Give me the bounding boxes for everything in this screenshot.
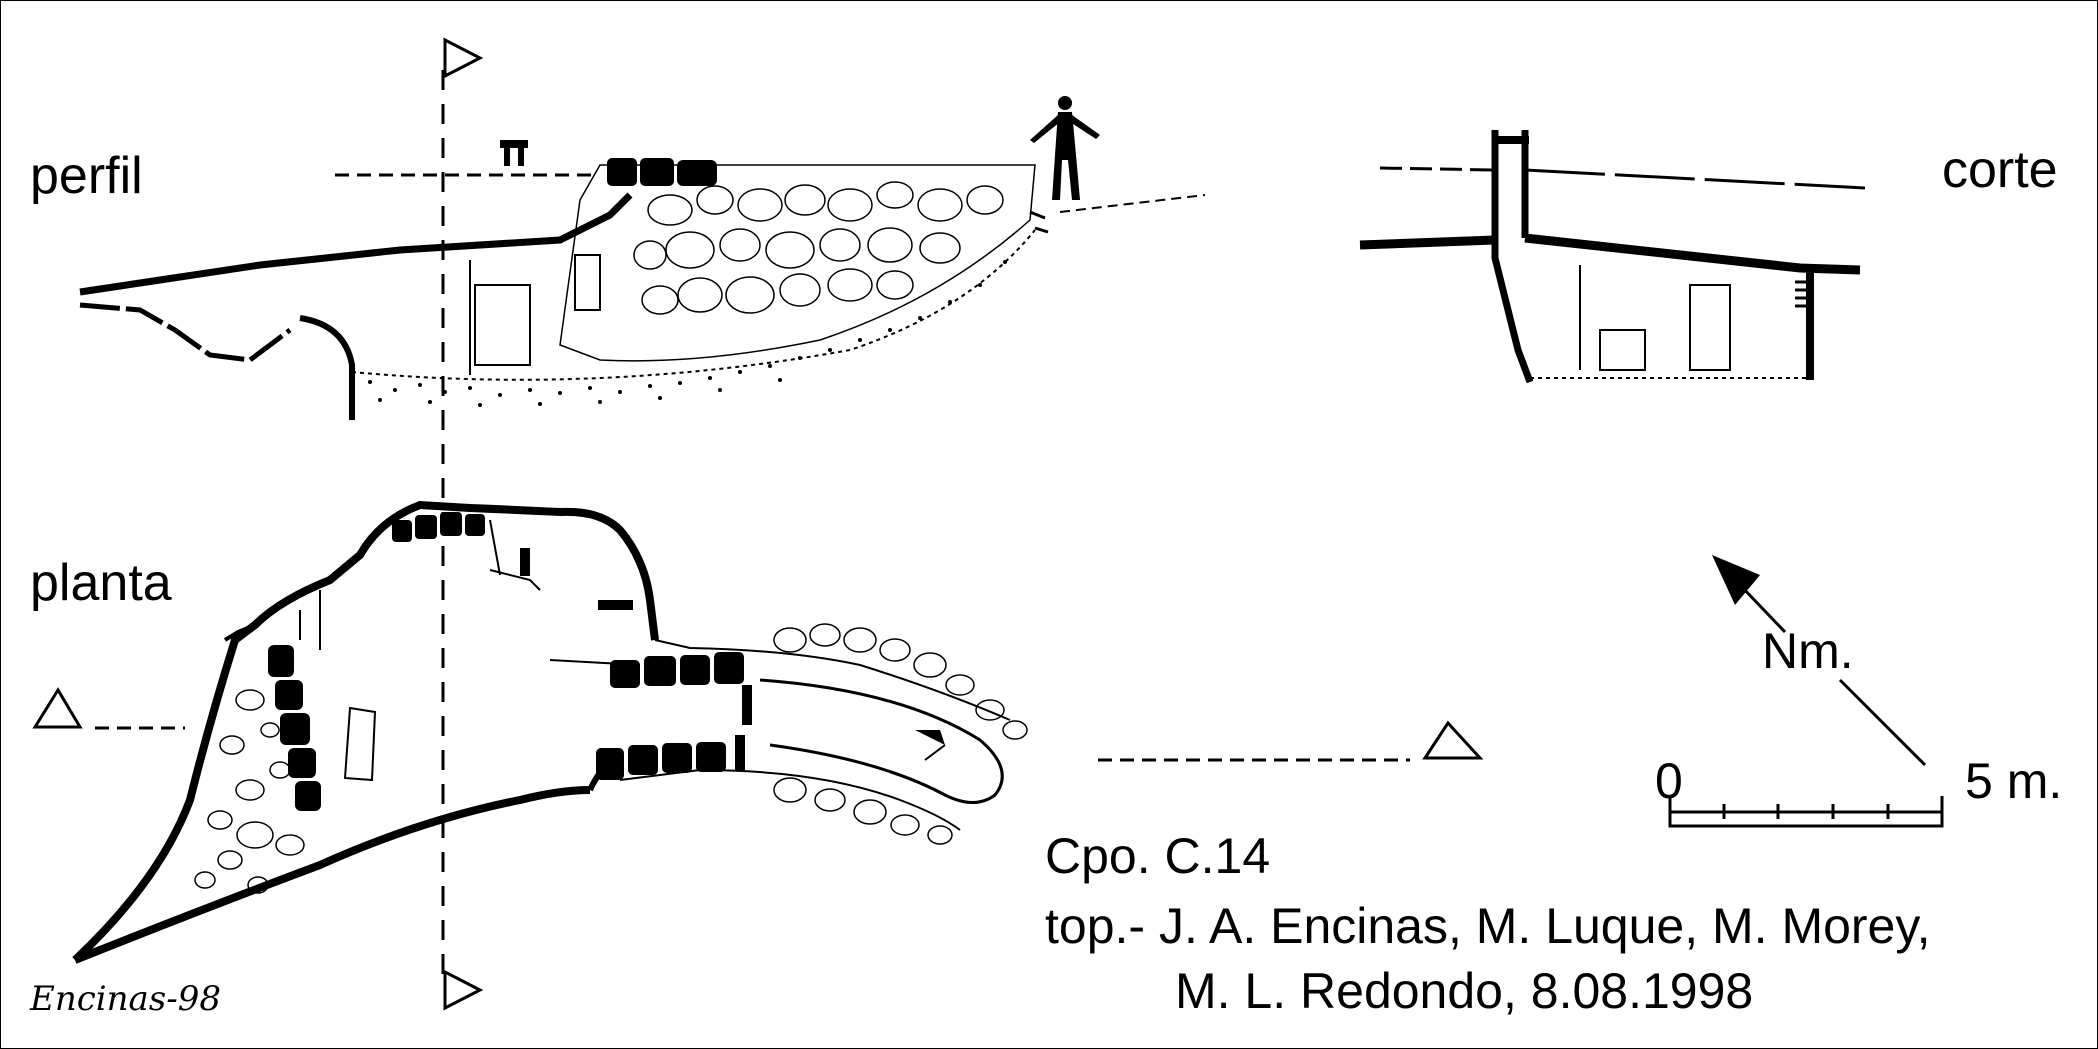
plan-left-extension [223,623,256,642]
section-marker-triangle-top [443,37,484,79]
profile-boulders [633,181,1004,315]
plan-passage-top-wall [654,639,1011,721]
section-ceiling [1359,233,1861,275]
profile-wall-blocks [607,158,717,186]
profile-label: perfil [30,147,143,205]
profile-ceiling-outline [79,192,633,296]
plan-wall-blocks-left [268,645,321,811]
person-silhouette-icon [1030,96,1100,200]
plan-flow-arrow-icon [915,730,945,745]
section-inner-structures [1579,265,1731,371]
profile-floor [351,229,1036,381]
profile-boulder-fill [559,164,1036,362]
cave-id: Cpo. C.14 [1045,828,1270,884]
plan-outline-main [72,500,659,964]
plan-wall-blocks-top [392,512,633,610]
plan-chamber-features [299,519,641,782]
plan-passage-bottom-wall [619,768,961,831]
profile-shaft [299,315,355,420]
scale-end-label: 5 m. [1965,753,2062,809]
plan-passage-blocks [596,652,752,780]
profile-inner-structures [469,254,601,375]
profile-view [79,96,1206,420]
north-arrow-icon [1712,555,1760,605]
plan-passage-rubble [773,623,1028,845]
survey-credit-line-2: M. L. Redondo, 8.08.1998 [1175,963,1753,1019]
profile-floor-stipple [368,260,1007,407]
north-arrow-shaft [1738,583,1787,634]
plan-marker-triangle-left [32,687,83,729]
section-wall-hatch [1795,280,1808,308]
north-arrow-shaft-lower [1838,678,1927,767]
scale-bar-body [1668,810,1944,828]
profile-edge-marks [1029,210,1049,234]
section-label: corte [1942,141,2058,199]
plan-marker-triangle-right [1422,720,1484,760]
survey-credit-line-1: top.- J. A. Encinas, M. Luque, M. Morey, [1045,898,1931,954]
section-marker-triangle-bottom [443,969,484,1011]
profile-surface-slope [1059,194,1206,213]
plan-rubble [194,689,305,894]
scale-bar: 0 5 m. [1655,753,2062,828]
cross-section-view [1359,130,1866,384]
section-entrance-cap [1493,136,1529,144]
profile-entrance-marker [500,140,528,166]
north-label: Nm. [1762,623,1854,679]
section-surface-right [1524,168,1866,190]
scale-start-label: 0 [1655,753,1683,809]
section-surface-left [1379,166,1496,172]
plan-flow-arrow-line [924,744,946,761]
plan-label: planta [30,554,172,612]
plan-passage-tube [759,678,1004,804]
author-signature: Encinas-98 [29,979,221,1019]
scale-bar-ticks [1668,796,1944,819]
plan-view [72,500,1028,964]
north-arrow: Nm. [1712,555,1927,767]
section-left-wall [1491,130,1534,384]
profile-left-wall [79,302,292,363]
